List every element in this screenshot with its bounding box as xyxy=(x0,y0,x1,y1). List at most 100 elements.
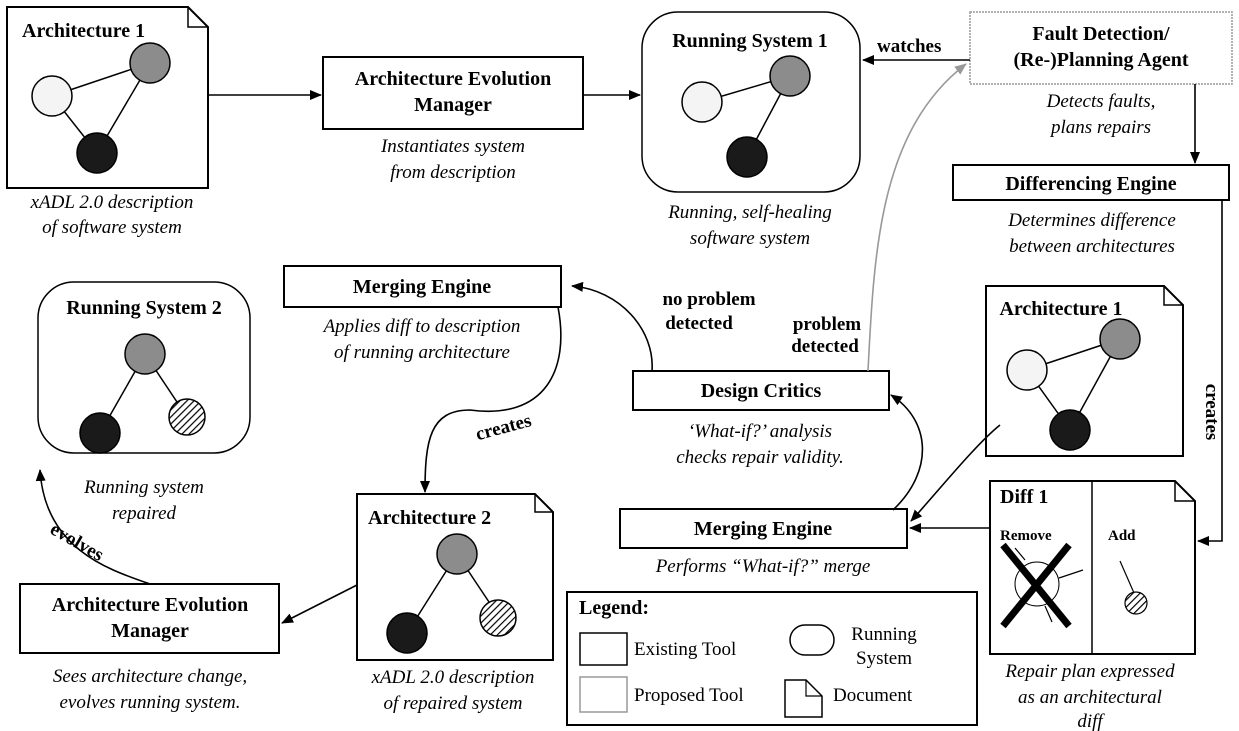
arrow-evolves xyxy=(35,469,151,585)
legend-document-icon xyxy=(784,679,823,718)
aem-top-title-line1: Architecture Evolution xyxy=(355,68,551,90)
gray-node xyxy=(769,55,811,97)
merging-engine-bottom-box: Merging Engine xyxy=(619,508,908,549)
arrow-merging-to-critics xyxy=(890,394,924,511)
diff-caption-line2: as an architectural xyxy=(1018,687,1162,708)
running-system-1: Running System 1 xyxy=(641,11,861,193)
aem-bottom-caption-line2: evolves running system. xyxy=(60,692,241,713)
arrow-merging-creates-arch2 xyxy=(420,306,562,493)
aem-top-caption-line2: from description xyxy=(390,162,515,183)
architecture-1-right-title: Architecture 1 xyxy=(999,298,1122,320)
legend-title: Legend: xyxy=(579,597,649,619)
connectors xyxy=(35,55,1223,624)
light-node xyxy=(681,81,723,123)
creates-right-label: creates xyxy=(1201,384,1222,441)
fault-agent-title-line1: Fault Detection/ xyxy=(1032,23,1170,45)
fault-agent-caption-line2: plans repairs xyxy=(1049,117,1151,138)
architecture-2-graph xyxy=(386,533,517,654)
dark-node xyxy=(386,612,428,654)
aem-bottom-caption-line1: Sees architecture change, xyxy=(53,666,247,687)
arrow-problem-detected xyxy=(867,63,967,372)
dark-node xyxy=(1049,409,1091,451)
gray-node xyxy=(436,533,478,575)
arrow-arch1-to-merging xyxy=(910,424,1001,522)
gray-node xyxy=(1099,318,1141,360)
design-critics-caption-line2: checks repair validity. xyxy=(676,447,844,468)
hatched-node xyxy=(479,599,517,637)
architecture-1-graph xyxy=(31,42,171,174)
merging-engine-bottom-title: Merging Engine xyxy=(694,518,832,540)
diff-caption-line1: Repair plan expressed xyxy=(1004,661,1175,682)
legend: Legend: Existing Tool Proposed Tool Runn… xyxy=(566,591,978,726)
architecture-1-right-graph xyxy=(1006,318,1141,451)
legend-running-label-line2: System xyxy=(856,648,912,669)
aem-bottom-title-line1: Architecture Evolution xyxy=(52,594,248,616)
running-system-2: Running System 2 xyxy=(37,281,251,454)
architecture-1-caption-line2: of software system xyxy=(42,217,182,238)
running-system-2-caption-line2: repaired xyxy=(112,503,177,524)
arrow-arch2-to-aem xyxy=(281,584,358,624)
aem-bottom-title-line2: Manager xyxy=(111,620,189,642)
architecture-1-title: Architecture 1 xyxy=(22,20,145,42)
differencing-caption-line2: between architectures xyxy=(1009,236,1175,257)
legend-running-swatch xyxy=(789,624,835,656)
diff-remove-label: Remove xyxy=(1000,528,1052,544)
diff-1-document: Diff 1 Remove Add xyxy=(989,480,1196,655)
no-problem-label-line2: detected xyxy=(665,313,733,334)
hatched-node xyxy=(168,398,206,436)
problem-label-line2: detected xyxy=(791,336,859,357)
architecture-2-caption-line1: xADL 2.0 description xyxy=(371,667,535,688)
running-system-2-title: Running System 2 xyxy=(66,297,222,319)
architecture-2-document: Architecture 2 xyxy=(356,493,554,661)
aem-top-box: Architecture Evolution Manager xyxy=(322,56,584,130)
aem-top-caption-line1: Instantiates system xyxy=(380,136,525,157)
arrow-differencing-creates-diff xyxy=(1197,199,1223,546)
running-system-1-caption-line1: Running, self-healing xyxy=(667,202,832,223)
design-critics-caption-line1: ‘What-if?’ analysis xyxy=(688,421,832,442)
legend-running-label-line1: Running xyxy=(851,624,917,645)
design-critics-title: Design Critics xyxy=(701,380,822,402)
running-system-2-caption-line1: Running system xyxy=(83,477,204,498)
merging-top-caption-line2: of running architecture xyxy=(334,342,510,363)
arrow-critics-no-problem xyxy=(571,281,653,372)
diff-1-title: Diff 1 xyxy=(1000,486,1048,508)
light-node xyxy=(1006,349,1048,391)
running-system-1-graph xyxy=(681,55,811,178)
fault-detection-agent-box: Fault Detection/ (Re-)Planning Agent xyxy=(969,11,1233,85)
architecture-1-right-document: Architecture 1 xyxy=(985,285,1184,457)
no-problem-label-line1: no problem xyxy=(662,289,755,310)
diff-add-label: Add xyxy=(1108,528,1136,544)
running-system-1-title: Running System 1 xyxy=(672,30,828,52)
evolves-label: evolves xyxy=(46,519,107,566)
architecture-1-caption-line1: xADL 2.0 description xyxy=(30,192,194,213)
legend-document-label: Document xyxy=(833,685,913,706)
architecture-2-title: Architecture 2 xyxy=(368,507,491,529)
merging-bottom-caption: Performs “What-if?” merge xyxy=(655,556,871,577)
legend-existing-label: Existing Tool xyxy=(634,639,736,660)
gray-node xyxy=(129,42,171,84)
design-critics-box: Design Critics xyxy=(632,370,890,411)
legend-proposed-label: Proposed Tool xyxy=(634,685,744,706)
diff-caption-line3: diff xyxy=(1077,711,1105,731)
differencing-engine-box: Differencing Engine xyxy=(952,164,1230,201)
legend-existing-swatch xyxy=(579,632,628,666)
added-node-icon xyxy=(1119,560,1148,615)
architecture-2-caption-line2: of repaired system xyxy=(384,693,523,714)
dark-node xyxy=(726,136,768,178)
differencing-engine-title: Differencing Engine xyxy=(1005,173,1176,195)
aem-top-title-line2: Manager xyxy=(414,94,492,116)
merging-engine-top-box: Merging Engine xyxy=(283,265,562,308)
problem-label-line1: problem xyxy=(793,314,861,335)
creates-mid-label: creates xyxy=(474,410,534,445)
merging-engine-top-title: Merging Engine xyxy=(353,276,491,298)
aem-bottom-box: Architecture Evolution Manager xyxy=(19,583,280,654)
differencing-caption-line1: Determines difference xyxy=(1007,210,1176,231)
fault-agent-caption-line1: Detects faults, xyxy=(1046,91,1156,112)
architecture-1-document: Architecture 1 xyxy=(6,6,209,189)
running-system-1-caption-line2: software system xyxy=(690,228,810,249)
watches-label: watches xyxy=(877,36,941,57)
running-system-2-graph xyxy=(79,333,206,454)
dark-node xyxy=(76,132,118,174)
fault-agent-title-line2: (Re-)Planning Agent xyxy=(1014,49,1189,71)
